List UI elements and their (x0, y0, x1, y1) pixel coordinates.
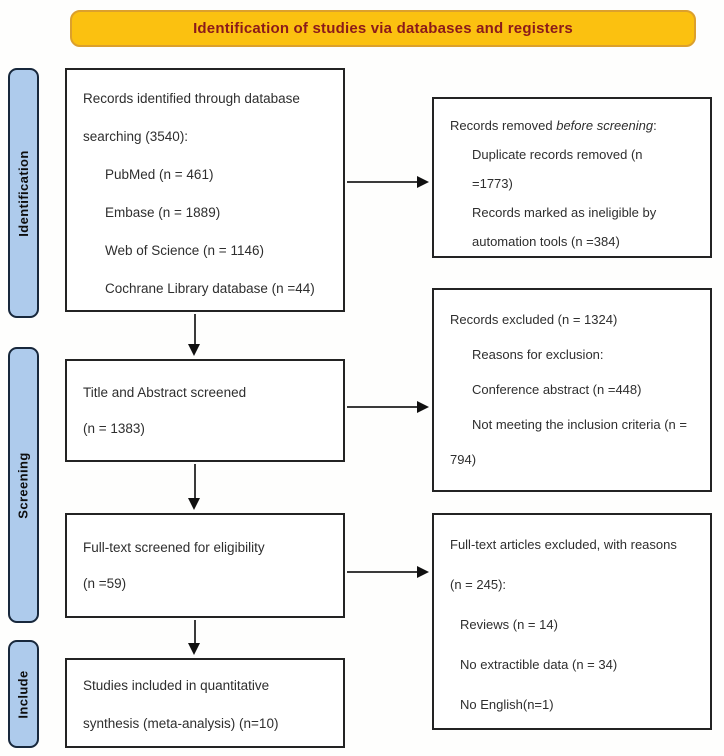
stage-label-include: Include (8, 640, 39, 748)
studies-included-line: Studies included in quantitative (83, 678, 270, 693)
records-removed-title-italic: before screening (556, 118, 654, 133)
stage-screening-text: Screening (16, 451, 31, 519)
records-excluded-item: Conference abstract (n =448) (472, 382, 642, 397)
records-excluded-item: 794) (450, 452, 477, 467)
box-fulltext-excluded: Full-text articles excluded, with reason… (432, 513, 712, 730)
records-removed-title: Records removed before screening: (450, 111, 702, 140)
fulltext-screened-line: Full-text screened for eligibility (83, 540, 265, 555)
fulltext-excluded-item: No extractible data (n = 34) (460, 657, 618, 672)
fulltext-screened-line: (n =59) (83, 576, 127, 591)
arrow-screened-to-fulltext (188, 464, 200, 510)
database-item: Web of Science (n = 1146) (105, 243, 264, 258)
database-item: Cochrane Library database (n =44) (105, 281, 315, 296)
box-records-excluded: Records excluded (n = 1324) Reasons for … (432, 288, 712, 492)
records-removed-item: Records marked as ineligible by (472, 205, 657, 220)
stage-include-text: Include (16, 669, 31, 719)
records-removed-title-prefix: Records removed (450, 118, 557, 133)
arrow-identified-to-screened (188, 314, 200, 356)
records-removed-title-suffix: : (653, 118, 657, 133)
arrow-fulltext-to-included (188, 620, 200, 655)
records-removed-item: automation tools (n =384) (472, 234, 620, 249)
box-records-identified: Records identified through database sear… (65, 68, 345, 312)
diagram-title: Identification of studies via databases … (193, 20, 573, 37)
records-excluded-item: Reasons for exclusion: (472, 347, 604, 362)
fulltext-excluded-item: No English(n=1) (460, 697, 554, 712)
box-studies-included: Studies included in quantitative synthes… (65, 658, 345, 748)
database-item: Embase (n = 1889) (105, 205, 221, 220)
arrow-screened-to-excluded (347, 401, 429, 413)
fulltext-excluded-item: Reviews (n = 14) (460, 617, 558, 632)
box-title-abstract-screened: Title and Abstract screened (n = 1383) (65, 359, 345, 462)
database-item: PubMed (n = 461) (105, 167, 214, 182)
records-identified-line: searching (3540): (83, 129, 189, 144)
fulltext-excluded-title-line: (n = 245): (450, 577, 507, 592)
stage-label-screening: Screening (8, 347, 39, 623)
records-excluded-title: Records excluded (n = 1324) (450, 312, 618, 327)
fulltext-excluded-title-line: Full-text articles excluded, with reason… (450, 537, 677, 552)
records-removed-item: =1773) (472, 176, 513, 191)
records-identified-line: Records identified through database (83, 91, 300, 106)
stage-identification-text: Identification (16, 149, 31, 237)
records-removed-item: Duplicate records removed (n (472, 147, 643, 162)
title-abstract-line: Title and Abstract screened (83, 385, 247, 400)
studies-included-line: synthesis (meta-analysis) (n=10) (83, 716, 279, 731)
diagram-title-banner: Identification of studies via databases … (70, 10, 696, 47)
arrow-fulltext-to-ft-excluded (347, 566, 429, 578)
arrow-identified-to-removed (347, 176, 429, 188)
box-fulltext-screened: Full-text screened for eligibility (n =5… (65, 513, 345, 618)
records-excluded-item: Not meeting the inclusion criteria (n = (472, 417, 687, 432)
box-records-removed: Records removed before screening: Duplic… (432, 97, 712, 258)
stage-label-identification: Identification (8, 68, 39, 318)
title-abstract-line: (n = 1383) (83, 421, 145, 436)
